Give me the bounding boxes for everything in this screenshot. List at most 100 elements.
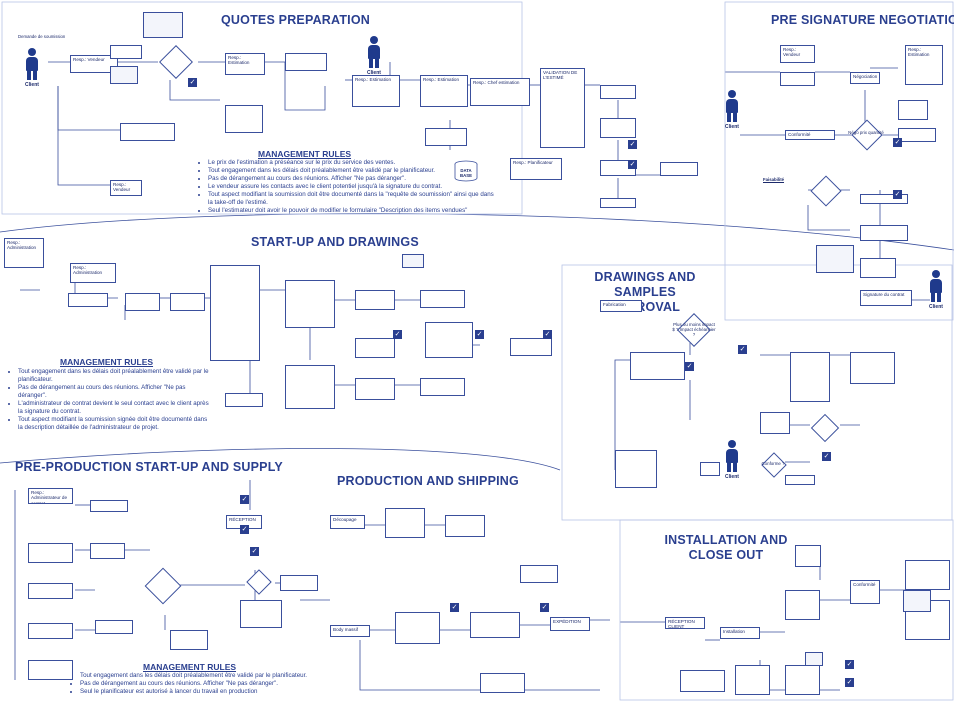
nego-prix-label: Négo prix quantité <box>848 130 884 135</box>
process-step <box>420 378 465 396</box>
process-step: Resp.: Administration <box>4 238 44 268</box>
process-step <box>660 162 698 176</box>
check-icon: ✓ <box>738 345 747 354</box>
management-rules-preprod: Tout engagement dans les délais doit pré… <box>70 672 345 696</box>
check-icon: ✓ <box>685 362 694 371</box>
process-step <box>850 352 895 384</box>
process-step <box>225 393 263 407</box>
process-step <box>600 118 636 138</box>
process-step: VALIDATION DE L'ESTIMÉ <box>540 68 585 148</box>
check-icon: ✓ <box>893 138 902 147</box>
section-title-startup: START-UP AND DRAWINGS <box>251 235 419 249</box>
process-step: Découpage <box>330 515 365 529</box>
process-step <box>280 575 318 591</box>
process-step <box>735 665 770 695</box>
process-step: Installation <box>720 627 760 639</box>
rule-item: Pas de dérangement au cours des réunions… <box>18 384 213 400</box>
process-step <box>28 660 73 680</box>
process-step: RÉCEPTION CLIENT <box>665 617 705 629</box>
check-icon: ✓ <box>628 160 637 169</box>
process-step <box>510 338 552 356</box>
process-step <box>420 290 465 308</box>
process-step: Fabrication <box>600 300 642 312</box>
rule-item: Pas de dérangement au cours des réunions… <box>208 175 498 183</box>
section-title-production: PRODUCTION AND SHIPPING <box>337 474 519 488</box>
process-step <box>355 290 395 310</box>
process-step: Resp.: Vendeur <box>780 45 815 63</box>
process-step <box>355 338 395 358</box>
process-step <box>425 128 467 146</box>
process-step <box>68 293 108 307</box>
process-step <box>90 500 128 512</box>
process-step <box>210 265 260 361</box>
check-icon: ✓ <box>250 547 259 556</box>
rule-item: Tout engagement dans les délais doit pré… <box>80 672 345 680</box>
process-step: Resp.: Estimation <box>352 75 400 107</box>
management-rules-title-startup: MANAGEMENT RULES <box>60 357 154 367</box>
process-step: EXPÉDITION <box>550 617 590 631</box>
section-title-quotes: QUOTES PREPARATION <box>221 13 370 27</box>
process-step <box>95 620 133 634</box>
check-icon: ✓ <box>393 330 402 339</box>
process-step: Body massif <box>330 625 370 637</box>
process-step <box>170 293 205 311</box>
rule-item: Tout engagement dans les délais doit pré… <box>208 167 498 175</box>
process-step: Resp.: Planificateur <box>510 158 562 180</box>
management-rules-title-quotes: MANAGEMENT RULES <box>258 149 352 159</box>
process-step <box>395 612 440 644</box>
document-icon <box>805 652 823 666</box>
document-icon <box>110 66 138 84</box>
check-icon: ✓ <box>475 330 484 339</box>
process-step: Resp.: Vendeur <box>110 180 142 196</box>
process-step <box>355 378 395 400</box>
process-step: Conformité <box>850 580 880 604</box>
check-icon: ✓ <box>240 495 249 504</box>
process-step <box>28 583 73 599</box>
process-step <box>240 600 282 628</box>
document-icon <box>143 12 183 38</box>
document-icon <box>816 245 854 273</box>
rule-item: Seul le planificateur est autorisé à lan… <box>80 688 345 696</box>
rule-item: Le vendeur assure les contacts avec le c… <box>208 183 498 191</box>
database-icon: DATA BASE <box>453 160 479 182</box>
process-step <box>680 670 725 692</box>
process-step <box>480 673 525 693</box>
process-step <box>860 258 896 278</box>
process-step <box>860 194 908 204</box>
demande-label: Demande de soumission <box>18 34 66 39</box>
process-step <box>905 560 950 590</box>
impact-decision-label: Plus ou moins impact $ ? Impact échéanci… <box>672 322 716 337</box>
process-step: Resp.: Estimation <box>905 45 943 85</box>
process-step <box>285 53 327 71</box>
rule-item: Seul l'estimateur doit avoir le pouvoir … <box>208 207 498 215</box>
check-icon: ✓ <box>822 452 831 461</box>
process-step: Resp.: Estimation <box>225 53 265 75</box>
process-step <box>760 412 790 434</box>
process-step <box>785 590 820 620</box>
process-step: Resp.: Chef estimation <box>470 78 530 106</box>
process-step <box>110 45 142 59</box>
rule-item: Tout engagement dans les délais doit pré… <box>18 368 213 384</box>
process-step <box>285 280 335 328</box>
check-icon: ✓ <box>540 603 549 612</box>
process-step: Négociation <box>850 72 880 84</box>
process-step <box>630 352 685 380</box>
process-step <box>170 630 208 650</box>
check-icon: ✓ <box>845 678 854 687</box>
process-step: Resp.: Administrateur de contrat <box>28 488 73 504</box>
process-step <box>860 225 908 241</box>
process-step: Conformité <box>785 130 835 140</box>
process-step <box>785 665 820 695</box>
process-step <box>615 450 657 488</box>
process-step <box>898 128 936 142</box>
management-rules-title-preprod: MANAGEMENT RULES <box>143 662 237 672</box>
check-icon: ✓ <box>543 330 552 339</box>
process-step <box>225 105 263 133</box>
rule-item: Tout aspect modifiant la soumission sign… <box>18 416 213 432</box>
process-step <box>700 462 720 476</box>
process-step: Resp.: Estimation <box>420 75 468 107</box>
check-icon: ✓ <box>450 603 459 612</box>
process-step <box>520 565 558 583</box>
conforme-label: Conforme ? <box>761 461 785 466</box>
rule-item: L'administrateur de contrat devient le s… <box>18 400 213 416</box>
